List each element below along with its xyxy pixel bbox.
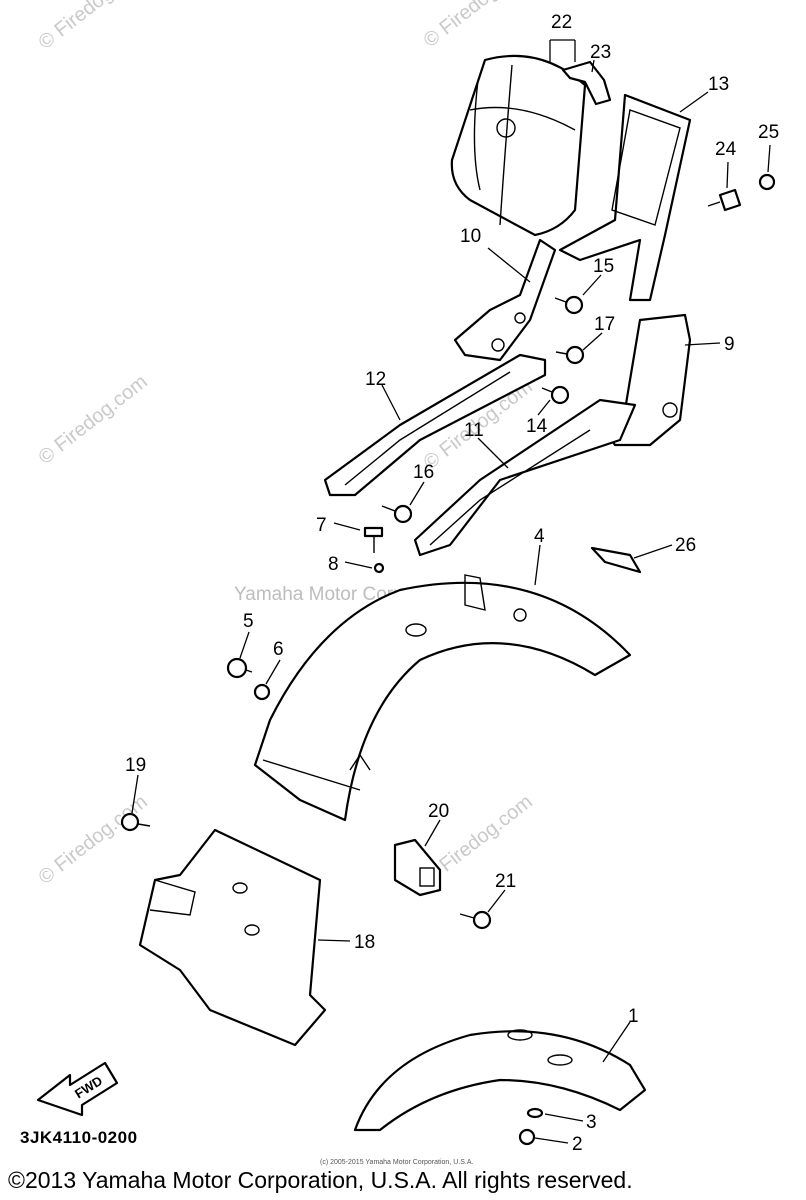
callout-9: 9 (724, 334, 735, 355)
watermark-firedog: © Firedog.com (35, 0, 152, 54)
bolt-2 (518, 1128, 536, 1146)
reflector-bracket-part (393, 838, 442, 897)
left-rail-part (323, 353, 547, 497)
front-fender-part (353, 1029, 647, 1132)
nut-6 (253, 683, 271, 701)
callout-15: 15 (593, 256, 614, 277)
callout-11: 11 (464, 420, 484, 441)
callout-26: 26 (675, 535, 696, 556)
bolt-5 (226, 657, 253, 679)
callout-2: 2 (572, 1134, 583, 1155)
callout-13: 13 (708, 74, 729, 95)
bolt-15 (554, 295, 584, 315)
watermark-firedog: © Firedog.com (35, 371, 152, 469)
backrest-bracket-part (561, 60, 612, 106)
screw-21 (459, 910, 492, 930)
callout-18: 18 (354, 932, 375, 953)
leader-lines (131, 39, 771, 1144)
diagram-code: 3JK4110-0200 (20, 1128, 138, 1147)
right-rail-part (413, 398, 637, 557)
nut-25 (758, 173, 776, 191)
inner-fender-part (138, 828, 327, 1047)
bolt-7 (363, 526, 384, 553)
callout-labels: 22 23 13 25 24 10 15 17 9 12 14 11 16 7 … (125, 12, 779, 1155)
bolt-17 (555, 345, 585, 365)
callout-22: 22 (551, 12, 572, 33)
callout-17: 17 (594, 314, 615, 335)
callout-20: 20 (428, 801, 449, 822)
washer-8 (373, 562, 385, 574)
bolt-24 (707, 188, 742, 212)
copyright-notice: ©2013 Yamaha Motor Corporation, U.S.A. A… (8, 1167, 633, 1193)
callout-1: 1 (628, 1006, 639, 1027)
backrest-frame-part (558, 93, 692, 302)
parts-diagram: © Firedog.com © Firedog.com © Firedog.co… (35, 0, 780, 1155)
bolt-14 (541, 385, 570, 405)
rear-fender-part (253, 574, 632, 822)
callout-14: 14 (526, 416, 548, 437)
callout-3: 3 (586, 1112, 597, 1133)
callout-19: 19 (125, 755, 146, 776)
bolt-16 (381, 504, 413, 524)
callout-16: 16 (413, 462, 434, 483)
fwd-arrow-icon: FWD (36, 1061, 119, 1117)
callout-8: 8 (328, 554, 339, 575)
callout-5: 5 (243, 611, 254, 632)
callout-6: 6 (273, 639, 284, 660)
callout-21: 21 (495, 871, 516, 892)
callout-7: 7 (316, 515, 327, 536)
callout-23: 23 (590, 42, 611, 63)
callout-24: 24 (715, 139, 737, 160)
bolt-19 (120, 812, 151, 832)
callout-25: 25 (758, 122, 779, 143)
watermark-firedog: © Firedog.com (35, 791, 152, 889)
callout-12: 12 (365, 369, 386, 390)
washer-3 (526, 1107, 544, 1119)
mounting-plate-part (453, 238, 557, 362)
callout-4: 4 (534, 526, 545, 547)
backrest-pad-part (450, 54, 587, 237)
callout-10: 10 (460, 226, 481, 247)
small-print: (c) 2005-2015 Yamaha Motor Corporation, … (320, 1159, 474, 1166)
watermark-firedog: © Firedog.com (420, 0, 537, 52)
label-part (590, 546, 642, 574)
